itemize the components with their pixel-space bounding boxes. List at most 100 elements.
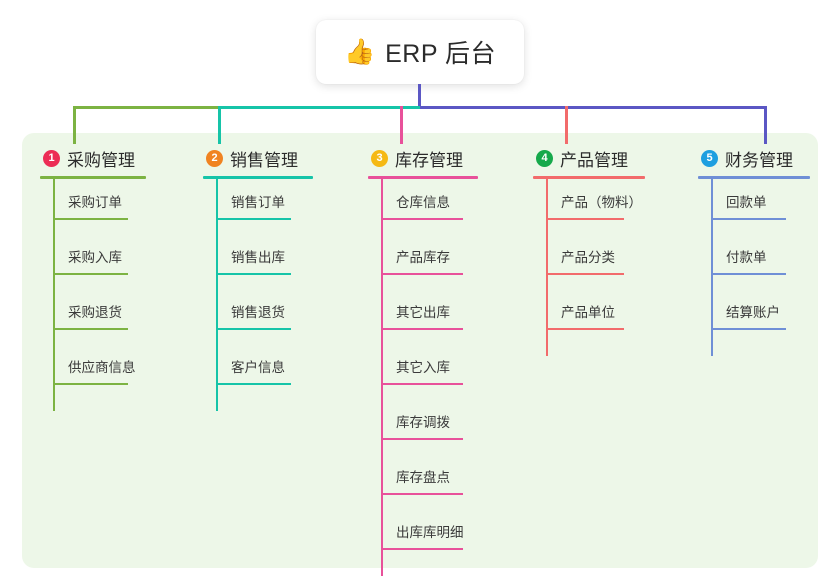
leaf-item-underline bbox=[381, 273, 463, 275]
leaf-item[interactable]: 采购退货 bbox=[40, 289, 146, 344]
leaf-item-label: 其它入库 bbox=[396, 360, 450, 375]
branch-underline-finance bbox=[698, 176, 810, 179]
leaf-item-underline bbox=[546, 218, 624, 220]
leaf-item[interactable]: 销售订单 bbox=[203, 179, 313, 234]
leaf-item-label: 产品库存 bbox=[396, 250, 450, 265]
branch-badge-product: 4 bbox=[536, 149, 553, 167]
leaf-item-label: 采购订单 bbox=[68, 195, 122, 210]
leaf-item-underline bbox=[546, 273, 624, 275]
branch-title-product: 产品管理 bbox=[560, 150, 628, 170]
root-node-erp-backend[interactable]: 👍 ERP 后台 bbox=[316, 20, 524, 84]
branch-spine-product bbox=[546, 179, 548, 356]
leaf-item-label: 销售订单 bbox=[231, 195, 285, 210]
leaf-item-underline bbox=[53, 218, 128, 220]
leaf-item[interactable]: 产品（物料） bbox=[533, 179, 645, 234]
leaf-item-underline bbox=[381, 383, 463, 385]
leaf-item-underline bbox=[216, 328, 291, 330]
leaf-item-underline bbox=[381, 218, 463, 220]
branch-header-purchase[interactable]: 1 采购管理 bbox=[40, 144, 146, 172]
leaf-item-label: 库存调拨 bbox=[396, 415, 450, 430]
leaf-item-label: 库存盘点 bbox=[396, 470, 450, 485]
drop-purchase bbox=[73, 106, 76, 144]
leaf-item-underline bbox=[216, 383, 291, 385]
leaf-item[interactable]: 库存盘点 bbox=[368, 454, 478, 509]
leaf-item[interactable]: 产品单位 bbox=[533, 289, 645, 344]
leaf-item[interactable]: 结算账户 bbox=[698, 289, 810, 344]
leaf-item-label: 回款单 bbox=[726, 195, 767, 210]
branch-underline-purchase bbox=[40, 176, 146, 179]
branch-header-finance[interactable]: 5 财务管理 bbox=[698, 144, 810, 172]
leaf-item-underline bbox=[381, 438, 463, 440]
leaf-item-underline bbox=[381, 548, 463, 550]
branch-badge-inventory: 3 bbox=[371, 149, 388, 167]
leaf-item[interactable]: 付款单 bbox=[698, 234, 810, 289]
leaf-item[interactable]: 出库库明细 bbox=[368, 509, 478, 564]
leaf-item[interactable]: 产品库存 bbox=[368, 234, 478, 289]
leaf-item[interactable]: 产品分类 bbox=[533, 234, 645, 289]
leaf-item[interactable]: 其它入库 bbox=[368, 344, 478, 399]
bus-green bbox=[73, 106, 218, 109]
branch-column-sales: 2 销售管理销售订单销售出库销售退货客户信息 bbox=[203, 144, 313, 411]
drop-product bbox=[565, 106, 568, 144]
branch-underline-sales bbox=[203, 176, 313, 179]
leaf-item-underline bbox=[216, 218, 291, 220]
leaf-item-label: 销售出库 bbox=[231, 250, 285, 265]
branch-spine-purchase bbox=[53, 179, 55, 411]
leaf-item-label: 供应商信息 bbox=[68, 360, 136, 375]
branch-title-purchase: 采购管理 bbox=[67, 150, 135, 170]
leaf-item[interactable]: 供应商信息 bbox=[40, 344, 146, 399]
branch-underline-inventory bbox=[368, 176, 478, 179]
leaf-item[interactable]: 其它出库 bbox=[368, 289, 478, 344]
leaf-item-label: 付款单 bbox=[726, 250, 767, 265]
root-node-title: ERP 后台 bbox=[385, 40, 497, 68]
branch-column-purchase: 1 采购管理采购订单采购入库采购退货供应商信息 bbox=[40, 144, 146, 411]
branch-spine-sales bbox=[216, 179, 218, 411]
leaf-item-underline bbox=[381, 493, 463, 495]
leaf-item-underline bbox=[711, 273, 786, 275]
branch-title-sales: 销售管理 bbox=[230, 150, 298, 170]
branch-header-inventory[interactable]: 3 库存管理 bbox=[368, 144, 478, 172]
branch-header-sales[interactable]: 2 销售管理 bbox=[203, 144, 313, 172]
drop-inventory bbox=[400, 106, 403, 144]
leaf-item-label: 仓库信息 bbox=[396, 195, 450, 210]
bus-blue bbox=[420, 106, 766, 109]
leaf-item-label: 产品（物料） bbox=[561, 195, 642, 210]
branch-title-inventory: 库存管理 bbox=[395, 150, 463, 170]
leaf-item-underline bbox=[546, 328, 624, 330]
branch-badge-sales: 2 bbox=[206, 149, 223, 167]
branch-underline-product bbox=[533, 176, 645, 179]
leaf-item-underline bbox=[53, 383, 128, 385]
branch-column-finance: 5 财务管理回款单付款单结算账户 bbox=[698, 144, 810, 356]
leaf-item-label: 结算账户 bbox=[726, 305, 780, 320]
root-trunk-connector bbox=[418, 84, 421, 108]
branch-title-finance: 财务管理 bbox=[725, 150, 793, 170]
leaf-item-label: 产品单位 bbox=[561, 305, 615, 320]
leaf-item[interactable]: 回款单 bbox=[698, 179, 810, 234]
drop-finance bbox=[764, 106, 767, 144]
leaf-item[interactable]: 库存调拨 bbox=[368, 399, 478, 454]
branch-header-product[interactable]: 4 产品管理 bbox=[533, 144, 645, 172]
leaf-item-label: 采购入库 bbox=[68, 250, 122, 265]
leaf-item-underline bbox=[53, 273, 128, 275]
leaf-item[interactable]: 销售退货 bbox=[203, 289, 313, 344]
leaf-item-underline bbox=[53, 328, 128, 330]
leaf-item[interactable]: 采购入库 bbox=[40, 234, 146, 289]
leaf-item-label: 产品分类 bbox=[561, 250, 615, 265]
branch-badge-purchase: 1 bbox=[43, 149, 60, 167]
branch-badge-finance: 5 bbox=[701, 149, 718, 167]
branches-panel bbox=[22, 133, 818, 568]
leaf-item-underline bbox=[216, 273, 291, 275]
leaf-item-underline bbox=[381, 328, 463, 330]
thumbs-up-icon: 👍 bbox=[343, 37, 376, 66]
leaf-item[interactable]: 采购订单 bbox=[40, 179, 146, 234]
bus-teal bbox=[218, 106, 420, 109]
leaf-item-label: 采购退货 bbox=[68, 305, 122, 320]
leaf-item[interactable]: 销售出库 bbox=[203, 234, 313, 289]
leaf-item[interactable]: 仓库信息 bbox=[368, 179, 478, 234]
leaf-item-label: 客户信息 bbox=[231, 360, 285, 375]
leaf-item-label: 销售退货 bbox=[231, 305, 285, 320]
leaf-item[interactable]: 客户信息 bbox=[203, 344, 313, 399]
branch-column-inventory: 3 库存管理仓库信息产品库存其它出库其它入库库存调拨库存盘点出库库明细 bbox=[368, 144, 478, 576]
leaf-item-label: 其它出库 bbox=[396, 305, 450, 320]
